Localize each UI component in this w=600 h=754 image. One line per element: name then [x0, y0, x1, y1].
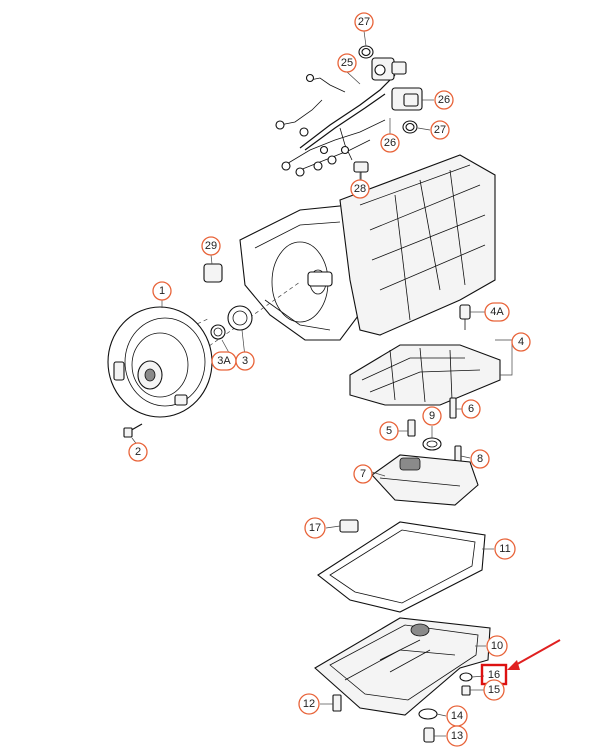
bolt-6: [449, 397, 457, 419]
svg-text:29: 29: [205, 240, 217, 252]
leader-lines: [131, 30, 494, 737]
svg-text:26: 26: [438, 94, 450, 106]
svg-text:3: 3: [242, 355, 248, 367]
callout-17[interactable]: 17: [304, 517, 326, 539]
magnet-17: [339, 519, 359, 533]
svg-text:10: 10: [491, 640, 503, 652]
svg-text:5: 5: [386, 425, 392, 437]
callout-4a[interactable]: 4A: [484, 302, 510, 322]
svg-text:2: 2: [135, 446, 141, 458]
callout-27-lower[interactable]: 27: [430, 120, 450, 140]
callout-11[interactable]: 11: [494, 538, 516, 560]
plug-4a: [459, 304, 471, 320]
callout-2[interactable]: 2: [128, 442, 148, 462]
torque-converter: [107, 306, 213, 418]
pan-gasket: [317, 521, 486, 613]
svg-text:14: 14: [451, 710, 463, 722]
callout-6[interactable]: 6: [461, 399, 481, 419]
svg-text:17: 17: [309, 522, 321, 534]
callout-5[interactable]: 5: [379, 421, 399, 441]
drain-plug-13: [423, 727, 435, 743]
callout-15[interactable]: 15: [483, 679, 505, 701]
valve-body: [349, 344, 501, 406]
svg-text:7: 7: [360, 468, 366, 480]
callout-29[interactable]: 29: [201, 236, 221, 256]
ring-3a: [210, 324, 226, 340]
transmission-housing: [139, 154, 496, 371]
svg-text:28: 28: [354, 183, 366, 195]
svg-text:4A: 4A: [490, 306, 504, 318]
callout-14[interactable]: 14: [446, 705, 468, 727]
callout-26-right[interactable]: 26: [434, 90, 454, 110]
svg-text:1: 1: [159, 285, 165, 297]
callout-25[interactable]: 25: [337, 53, 357, 73]
svg-text:26: 26: [384, 137, 396, 149]
callout-3[interactable]: 3: [235, 351, 255, 371]
callout-16[interactable]: 16: [488, 669, 500, 681]
bolt-12: [332, 694, 342, 712]
svg-text:16: 16: [488, 669, 500, 681]
bolt-8: [454, 445, 462, 463]
seal-14: [418, 708, 438, 720]
plug-15: [461, 685, 471, 696]
callout-27-top[interactable]: 27: [354, 12, 374, 32]
oil-pan: [314, 617, 491, 716]
seal-9: [422, 437, 442, 451]
callout-13[interactable]: 13: [446, 725, 468, 747]
oil-filter: [371, 454, 479, 506]
callout-8[interactable]: 8: [470, 449, 490, 469]
svg-text:4: 4: [518, 336, 524, 348]
svg-text:25: 25: [341, 57, 353, 69]
svg-text:15: 15: [488, 684, 500, 696]
callout-3a[interactable]: 3A: [211, 351, 237, 371]
svg-text:11: 11: [499, 543, 510, 555]
svg-text:3A: 3A: [217, 355, 231, 367]
callout-1[interactable]: 1: [152, 281, 172, 301]
gear-29: [203, 263, 223, 283]
bolt-5: [407, 419, 416, 437]
svg-text:12: 12: [303, 698, 315, 710]
svg-text:6: 6: [468, 403, 474, 415]
callout-12[interactable]: 12: [298, 693, 320, 715]
svg-text:8: 8: [477, 453, 483, 465]
pointer-arrow-line: [511, 639, 561, 668]
svg-text:13: 13: [451, 730, 463, 742]
seal-3: [227, 305, 253, 331]
svg-text:9: 9: [429, 410, 435, 422]
callout-28[interactable]: 28: [350, 179, 370, 199]
callout-26-lower[interactable]: 26: [380, 133, 400, 153]
callout-9[interactable]: 9: [422, 406, 442, 426]
svg-text:27: 27: [434, 124, 446, 136]
wiring-harness: [275, 45, 423, 180]
seal-16: [459, 672, 473, 682]
callout-4[interactable]: 4: [511, 332, 531, 352]
pointer-arrow-head: [507, 660, 520, 670]
callouts: 27 25 26 26 27 28 29 1: [128, 12, 531, 747]
svg-text:27: 27: [358, 16, 370, 28]
callout-10[interactable]: 10: [486, 635, 508, 657]
callout-7[interactable]: 7: [353, 464, 373, 484]
